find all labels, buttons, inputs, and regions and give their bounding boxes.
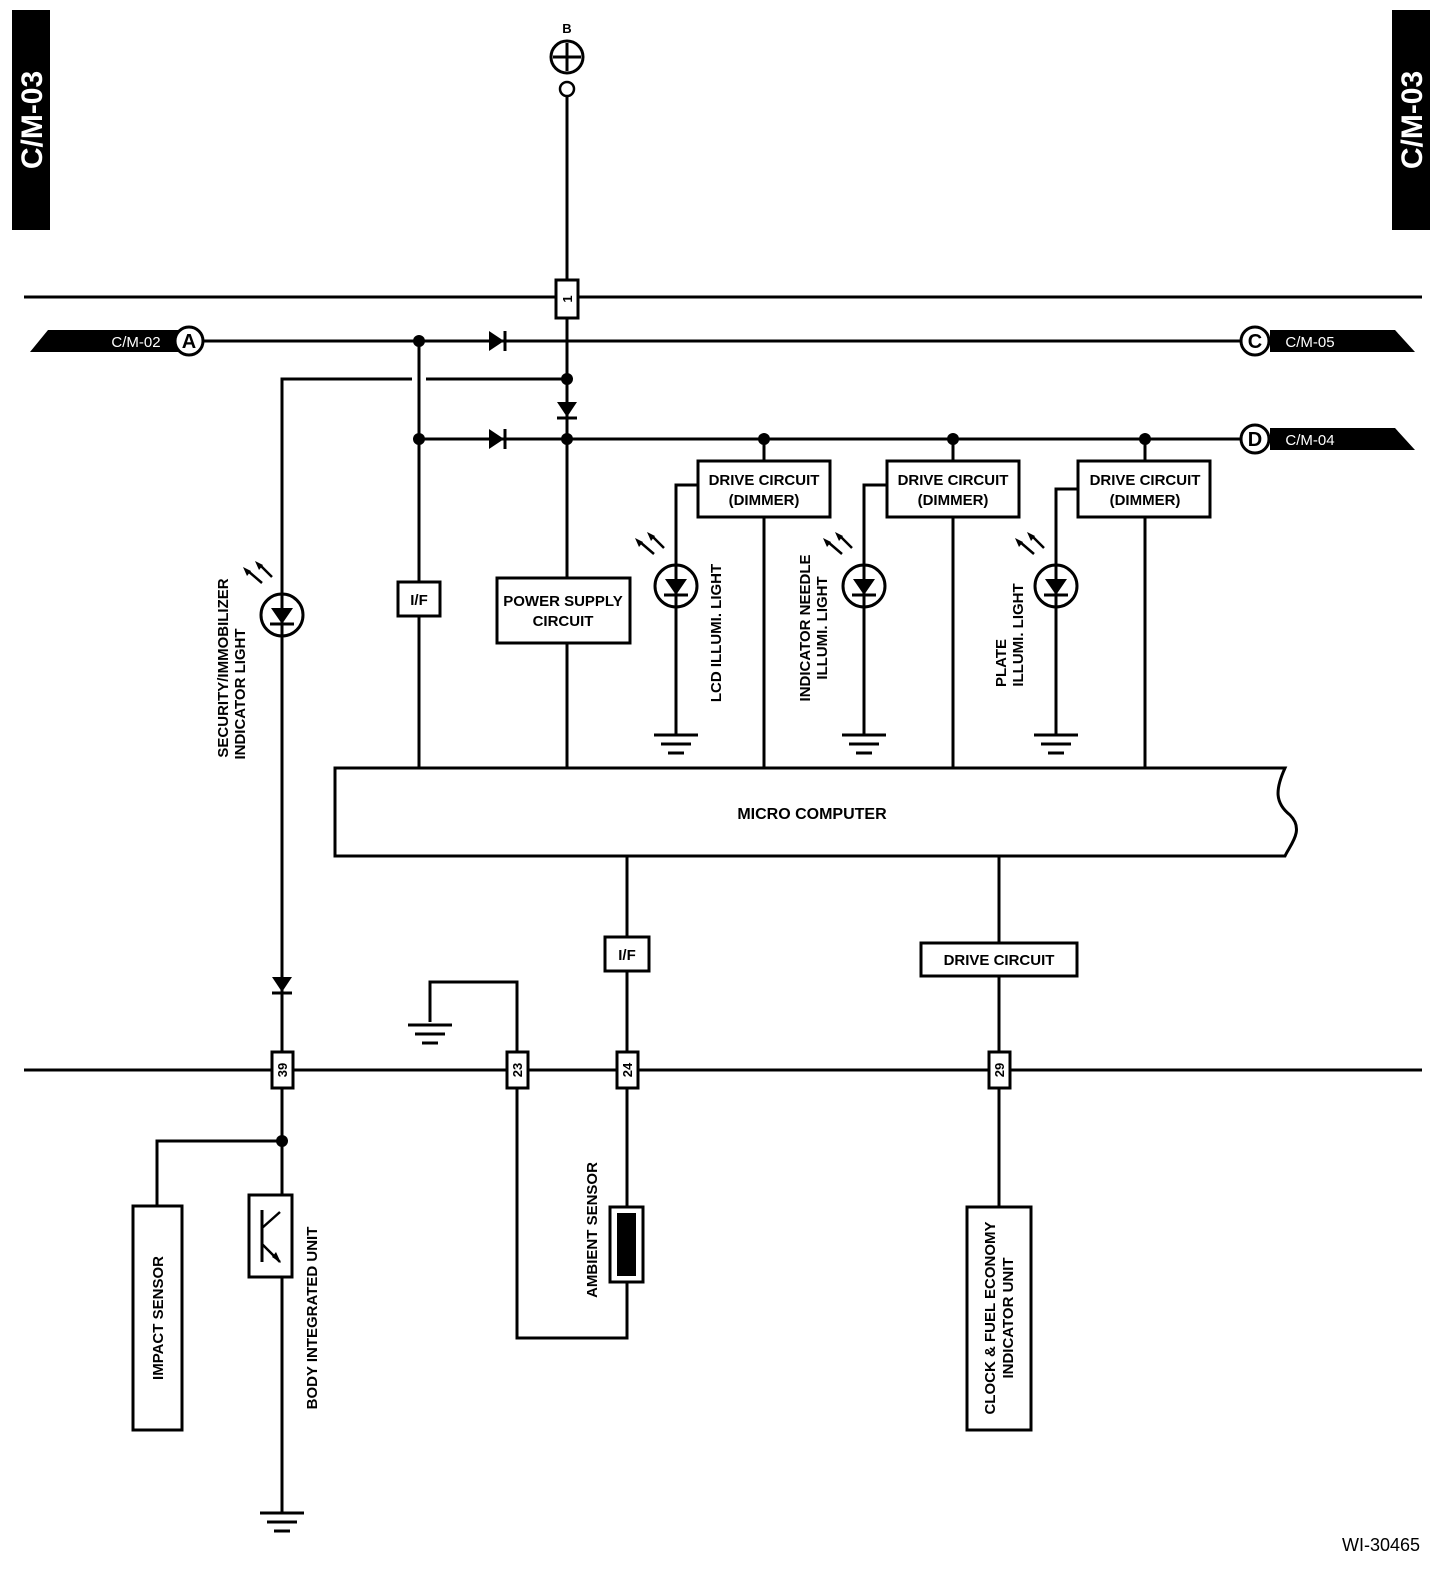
pin-23: 23 xyxy=(505,1050,530,1090)
transistor-icon xyxy=(247,1193,294,1279)
svg-text:24: 24 xyxy=(620,1062,635,1077)
lcd-illumi-label: LCD ILLUMI. LIGHT xyxy=(708,564,725,702)
impact-sensor-label: IMPACT SENSOR xyxy=(150,1256,167,1380)
connector-a-tag: C/M-02 A xyxy=(30,325,205,357)
micro-computer-block: MICRO COMPUTER xyxy=(333,766,1298,858)
body-integrated-unit-label: BODY INTEGRATED UNIT xyxy=(304,1227,321,1410)
needle-label-line1: INDICATOR NEEDLE xyxy=(797,555,814,702)
diode-security xyxy=(272,977,292,992)
svg-text:(DIMMER): (DIMMER) xyxy=(1110,492,1181,509)
svg-text:39: 39 xyxy=(275,1063,290,1077)
svg-text:23: 23 xyxy=(510,1063,525,1077)
lcd-light-rays-icon xyxy=(633,530,666,556)
sheet-tag-right-text: C/M-03 xyxy=(1396,71,1429,169)
pin-24: 24 xyxy=(615,1050,640,1090)
drive-circuit-dimmer-needle: DRIVE CIRCUIT (DIMMER) xyxy=(885,459,1021,519)
plate-led-icon xyxy=(1033,563,1079,609)
sheet-tag-right: C/M-03 xyxy=(1392,10,1430,230)
svg-text:DRIVE CIRCUIT: DRIVE CIRCUIT xyxy=(709,472,820,489)
svg-text:(DIMMER): (DIMMER) xyxy=(918,492,989,509)
connector-d-ref: C/M-04 xyxy=(1285,432,1334,449)
ambient-sensor-label: AMBIENT SENSOR xyxy=(584,1162,601,1298)
svg-text:DRIVE CIRCUIT: DRIVE CIRCUIT xyxy=(1090,472,1201,489)
diagram-id: WI-30465 xyxy=(1342,1535,1420,1555)
lcd-led-icon xyxy=(653,563,699,609)
plate-label-line1: PLATE xyxy=(993,639,1010,687)
if-block-top: I/F xyxy=(396,580,442,618)
svg-text:I/F: I/F xyxy=(618,947,636,964)
connector-d-tag: D C/M-04 xyxy=(1239,423,1415,455)
diode-d xyxy=(489,429,504,449)
battery-terminal: B xyxy=(549,21,585,98)
pin-1: 1 xyxy=(554,278,580,320)
plate-label-line2: ILLUMI. LIGHT xyxy=(1010,583,1027,686)
if-block-bottom: I/F xyxy=(603,935,651,973)
connector-c-ref: C/M-05 xyxy=(1285,334,1334,351)
pin-39: 39 xyxy=(270,1050,295,1090)
connector-a-ref: C/M-02 xyxy=(111,334,160,351)
connector-c-tag: C C/M-05 xyxy=(1239,325,1415,357)
security-label-line2: INDICATOR LIGHT xyxy=(232,628,249,759)
svg-text:29: 29 xyxy=(992,1063,1007,1077)
sheet-tag-left: C/M-03 xyxy=(12,10,50,230)
needle-light-rays-icon xyxy=(821,530,854,556)
needle-label-line2: ILLUMI. LIGHT xyxy=(814,576,831,679)
lcd-ground-icon xyxy=(652,733,700,755)
security-light-rays-icon xyxy=(241,559,274,585)
security-label-line1: SECURITY/IMMOBILIZER xyxy=(215,578,232,757)
plate-light-rays-icon xyxy=(1013,530,1046,556)
connector-c-letter: C xyxy=(1248,331,1262,353)
needle-ground-icon xyxy=(840,733,888,755)
svg-text:CIRCUIT: CIRCUIT xyxy=(533,613,594,630)
drive-circuit-dimmer-plate: DRIVE CIRCUIT (DIMMER) xyxy=(1076,459,1212,519)
diode-main xyxy=(557,402,577,417)
impact-sensor-block: IMPACT SENSOR xyxy=(131,1204,184,1432)
clock-fuel-economy-unit: CLOCK & FUEL ECONOMY INDICATOR UNIT xyxy=(965,1205,1033,1432)
drive-circuit-dimmer-lcd: DRIVE CIRCUIT (DIMMER) xyxy=(696,459,832,519)
svg-text:1: 1 xyxy=(560,295,575,302)
plate-ground-icon xyxy=(1032,733,1080,755)
pin-29: 29 xyxy=(987,1050,1012,1090)
drive-circuit-block: DRIVE CIRCUIT xyxy=(919,941,1079,978)
svg-text:(DIMMER): (DIMMER) xyxy=(729,492,800,509)
svg-text:DRIVE CIRCUIT: DRIVE CIRCUIT xyxy=(944,952,1055,969)
svg-text:I/F: I/F xyxy=(410,592,428,609)
power-supply-circuit: POWER SUPPLY CIRCUIT xyxy=(495,576,632,645)
needle-led-icon xyxy=(841,563,887,609)
clock-label-line2: INDICATOR UNIT xyxy=(1000,1257,1017,1378)
diode-a xyxy=(489,331,504,351)
ambient-sensor-block xyxy=(608,1205,645,1284)
security-led-icon xyxy=(259,592,305,638)
connector-d-letter: D xyxy=(1248,429,1262,451)
body-unit-ground-icon xyxy=(258,1511,306,1533)
pin23-ground-icon xyxy=(406,1023,454,1045)
svg-text:DRIVE CIRCUIT: DRIVE CIRCUIT xyxy=(898,472,1009,489)
sheet-tag-left-text: C/M-03 xyxy=(16,71,49,169)
svg-text:POWER SUPPLY: POWER SUPPLY xyxy=(503,593,622,610)
micro-computer-label: MICRO COMPUTER xyxy=(737,806,887,823)
clock-label-line1: CLOCK & FUEL ECONOMY xyxy=(982,1221,999,1414)
connector-a-letter: A xyxy=(182,331,196,353)
battery-label: B xyxy=(562,21,571,36)
